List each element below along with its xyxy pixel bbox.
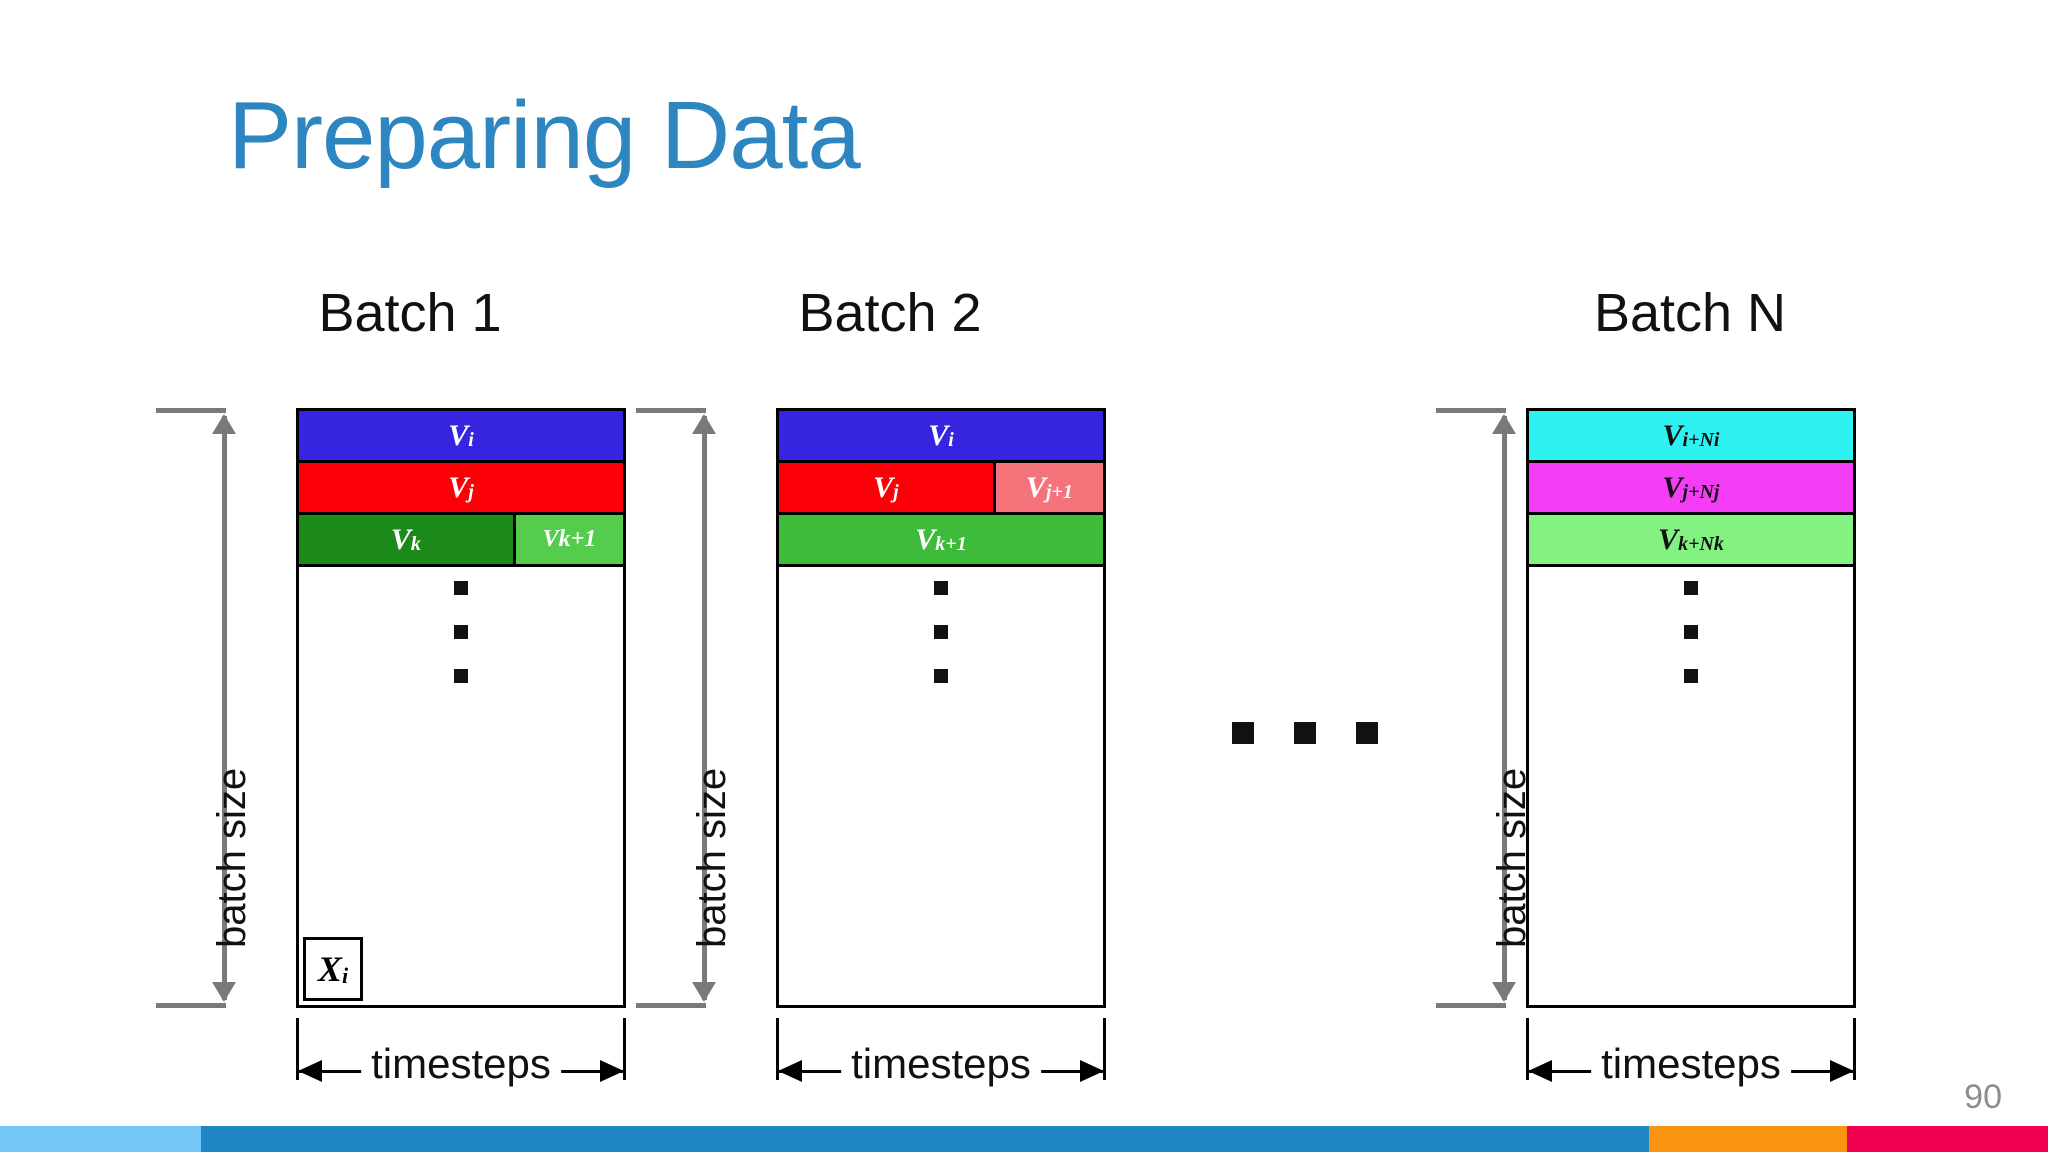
- timesteps-arrow-left-icon: [298, 1060, 322, 1082]
- batch-heading-1: Batch 1: [318, 283, 502, 343]
- cell-sub: j+1: [1045, 481, 1073, 503]
- timesteps-measure-2: timesteps: [776, 1018, 1106, 1100]
- timesteps-measure-n: timesteps: [1526, 1018, 1856, 1100]
- vertical-ellipsis-icon: [1684, 581, 1698, 683]
- timesteps-label: timesteps: [361, 1040, 561, 1088]
- batch-size-cap-top: [1436, 408, 1506, 413]
- timesteps-arrow-left-icon: [1528, 1060, 1552, 1082]
- footer-segment-2: [200, 1126, 1649, 1152]
- batch-size-cap-bottom: [636, 1003, 706, 1008]
- timesteps-tick-right: [623, 1018, 626, 1080]
- x-cell-sub: i: [341, 963, 349, 988]
- cell-base: V: [448, 470, 469, 504]
- cell-sub: j+Nj: [1682, 481, 1720, 503]
- cell-sub: j: [893, 481, 899, 503]
- batch-size-cap-top: [156, 408, 226, 413]
- timesteps-arrow-left-icon: [778, 1060, 802, 1082]
- batch-cell: Vk+1: [512, 515, 623, 564]
- footer-segment-1: [0, 1126, 201, 1152]
- batch-heading-n: Batch N: [1593, 283, 1787, 343]
- timesteps-arrow-right-icon: [600, 1060, 624, 1082]
- page-title: Preparing Data: [228, 82, 861, 189]
- cell-base: V: [1662, 470, 1683, 504]
- batch-size-arrow-down-icon: [212, 982, 236, 1002]
- vertical-ellipsis-icon: [934, 581, 948, 683]
- footer-segment-3: [1648, 1126, 1848, 1152]
- cell-sub: i: [468, 429, 474, 451]
- timesteps-arrow-right-icon: [1080, 1060, 1104, 1082]
- batch-sequence-ellipsis-icon: [1232, 722, 1378, 744]
- batch-size-arrow-down-icon: [692, 982, 716, 1002]
- timesteps-tick-left: [1526, 1018, 1529, 1080]
- batch-size-cap-top: [636, 408, 706, 413]
- footer-accent-bar: [0, 1126, 2048, 1152]
- timesteps-arrow-right-icon: [1830, 1060, 1854, 1082]
- timesteps-label: timesteps: [841, 1040, 1041, 1088]
- footer-segment-4: [1847, 1126, 2048, 1152]
- timesteps-measure-1: timesteps: [296, 1018, 626, 1100]
- batch-size-arrow-up-icon: [692, 414, 716, 434]
- batch-size-shaft: [222, 416, 227, 1000]
- timesteps-label: timesteps: [1591, 1040, 1791, 1088]
- batch-size-arrow-down-icon: [1492, 982, 1516, 1002]
- cell-sub: j: [468, 481, 474, 503]
- cell-base: V: [448, 418, 469, 452]
- batch-size-arrow-up-icon: [1492, 414, 1516, 434]
- cell-base: V: [1662, 418, 1683, 452]
- timesteps-tick-right: [1853, 1018, 1856, 1080]
- x-cell-base: X: [317, 949, 342, 989]
- batch-size-arrow-up-icon: [212, 414, 236, 434]
- batch-size-cap-bottom: [156, 1003, 226, 1008]
- cell-sub: i: [948, 429, 954, 451]
- batch-size-label: batch size: [210, 767, 254, 948]
- batch-size-cap-bottom: [1436, 1003, 1506, 1008]
- vertical-ellipsis-icon: [454, 581, 468, 683]
- cell-base: V: [390, 522, 411, 556]
- cell-sub: k+1: [935, 533, 967, 555]
- cell-base: V: [1025, 470, 1046, 504]
- timesteps-tick-left: [776, 1018, 779, 1080]
- cell-sub: k: [410, 533, 421, 555]
- page-number: 90: [1964, 1078, 2002, 1116]
- cell-sub: i+Ni: [1682, 429, 1720, 451]
- timesteps-tick-right: [1103, 1018, 1106, 1080]
- batch-heading-2: Batch 2: [798, 283, 982, 343]
- cell-base: V: [1658, 522, 1679, 556]
- cell-base: V: [873, 470, 894, 504]
- batch-size-label: batch size: [690, 767, 734, 948]
- cell-base: V: [928, 418, 949, 452]
- timesteps-tick-left: [296, 1018, 299, 1080]
- cell-sub: k+Nk: [1678, 533, 1724, 555]
- batch-size-shaft: [1502, 416, 1507, 1000]
- cell-base: V: [915, 522, 936, 556]
- batch-size-shaft: [702, 416, 707, 1000]
